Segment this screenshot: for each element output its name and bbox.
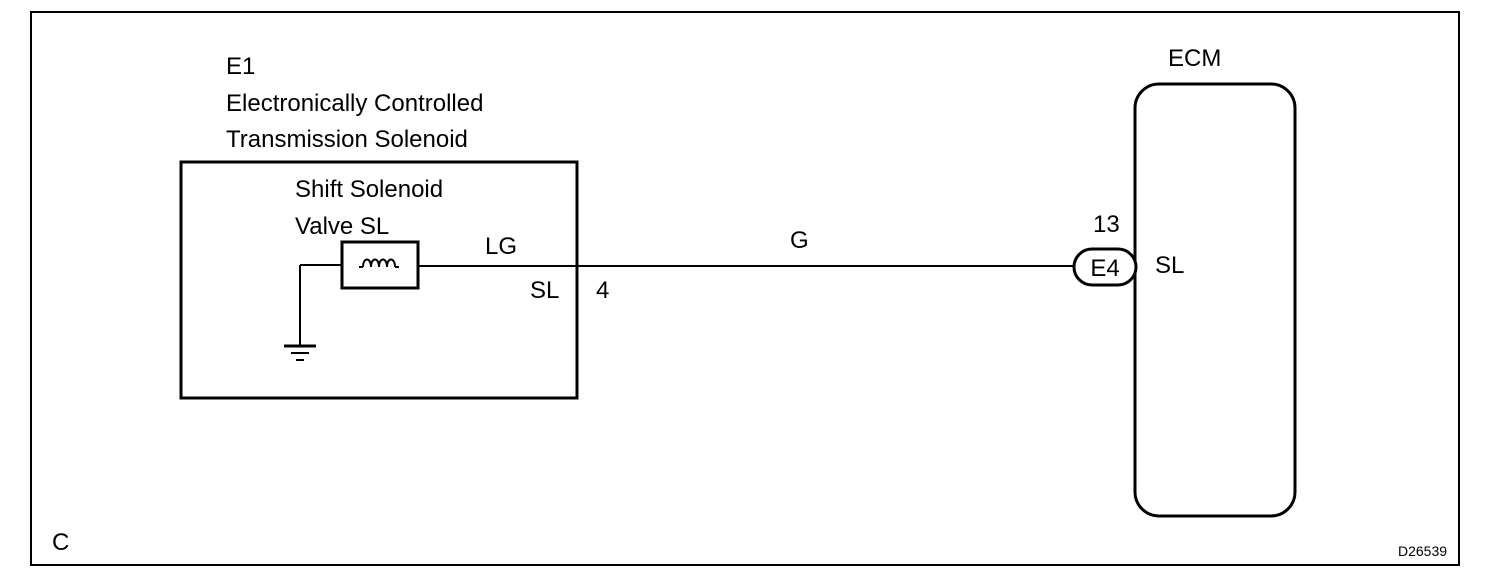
- wire-color-inside: LG: [485, 233, 517, 260]
- ecm-box: [1133, 82, 1297, 518]
- ecm-pin-name: SL: [1155, 252, 1184, 279]
- component-name-line1: Electronically Controlled: [226, 90, 483, 117]
- component-code: E1: [226, 53, 255, 80]
- ecm-title: ECM: [1168, 45, 1221, 72]
- component-name-line2: Transmission Solenoid: [226, 126, 468, 153]
- ground-icon: [284, 344, 316, 361]
- diagram-frame: [30, 11, 1460, 566]
- ecm-connector: [1072, 247, 1138, 287]
- ecm-pin-number: 13: [1093, 211, 1120, 238]
- ecm-connector-label: E4: [1090, 255, 1119, 282]
- valve-label-line2: Valve SL: [295, 213, 389, 240]
- wire-color-harness: G: [790, 227, 809, 254]
- component-pin-name: SL: [530, 277, 559, 304]
- corner-mark: C: [52, 529, 69, 556]
- figure-code: D26539: [1398, 543, 1447, 559]
- solenoid-component-box: [179, 160, 579, 400]
- solenoid-coil-icon: [340, 240, 420, 290]
- component-pin-number: 4: [596, 277, 609, 304]
- valve-label-line1: Shift Solenoid: [295, 176, 443, 203]
